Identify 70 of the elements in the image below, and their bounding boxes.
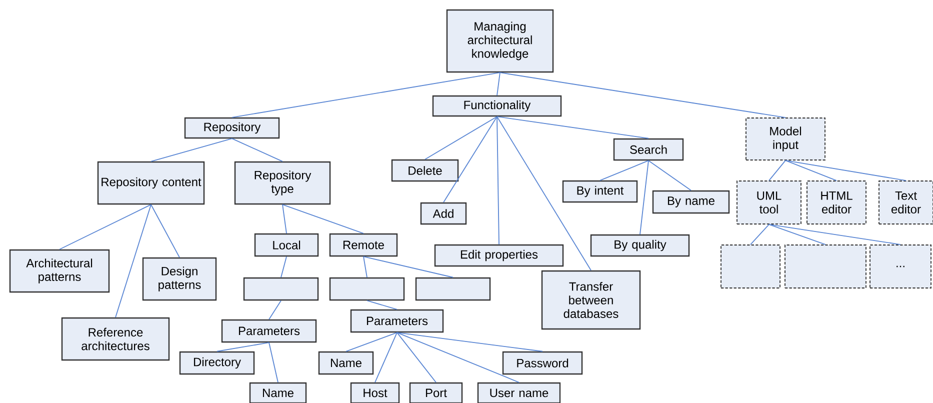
empty-box: [415, 277, 491, 301]
connector-line: [496, 116, 649, 139]
connector-line: [496, 116, 592, 271]
connector-line: [346, 332, 398, 352]
box-node: Port: [409, 382, 463, 403]
connector-line: [785, 160, 837, 181]
box-node: Parameters: [221, 319, 317, 343]
connector-line: [282, 204, 364, 234]
connector-line: [115, 204, 152, 318]
box-node: Reference architectures: [61, 317, 170, 361]
connector-line: [374, 332, 398, 383]
box-node: Delete: [391, 159, 459, 182]
box-node: Repository content: [97, 161, 205, 205]
connector-line: [600, 160, 649, 181]
box-node: Edit properties: [434, 244, 564, 267]
box-node: Managing architectural knowledge: [446, 9, 554, 73]
connector-line: [282, 204, 287, 234]
connector-line: [443, 116, 498, 203]
box-node: Password: [502, 351, 583, 375]
box-node: Name: [249, 382, 307, 403]
box-node: Parameters: [350, 309, 444, 333]
connector-line: [500, 72, 786, 118]
connector-line: [785, 160, 906, 181]
dashed-box: ...: [870, 244, 932, 288]
connector-line: [396, 332, 543, 352]
connector-line: [640, 160, 649, 235]
connector-line: [268, 342, 278, 383]
box-node: Repository type: [234, 161, 331, 205]
box-node: Add: [420, 202, 467, 225]
box-node: Repository: [184, 117, 280, 139]
empty-box: [784, 244, 866, 288]
connector-line: [59, 204, 152, 250]
connector-line: [363, 256, 368, 278]
box-node: Functionality: [432, 95, 562, 117]
box-node: Architectural patterns: [9, 249, 110, 293]
box-node: Directory: [179, 351, 255, 375]
box-node: Search: [613, 138, 684, 161]
box-node: By intent: [562, 180, 638, 203]
connector-line: [768, 224, 826, 245]
empty-box: [329, 277, 405, 301]
dashed-box: UML tool: [736, 180, 802, 224]
connector-line: [268, 300, 282, 320]
connector-line: [366, 300, 398, 310]
connector-line: [424, 116, 498, 160]
connector-line: [496, 72, 500, 96]
box-node: By quality: [590, 234, 690, 257]
connector-line: [648, 160, 692, 191]
connector-line: [396, 332, 436, 383]
connector-line: [150, 138, 232, 162]
connector-line: [232, 72, 500, 118]
empty-box: [243, 277, 319, 301]
box-node: Name: [318, 351, 374, 375]
connector-line: [496, 116, 500, 245]
connector-line: [280, 256, 287, 278]
connector-line: [768, 224, 901, 245]
connector-line: [768, 160, 786, 181]
connector-line: [150, 204, 180, 258]
box-node: Local: [254, 233, 319, 257]
dashed-box: Model input: [746, 118, 826, 160]
box-node: User name: [477, 382, 561, 403]
box-node: Remote: [329, 233, 398, 257]
empty-box: [720, 244, 780, 288]
connector-line: [232, 138, 283, 162]
dashed-box: Text editor: [878, 180, 933, 224]
box-node: By name: [652, 190, 730, 214]
box-node: Transfer between databases: [541, 270, 641, 330]
box-node: Host: [350, 382, 400, 403]
connector-line: [750, 224, 770, 245]
dashed-box: HTML editor: [806, 180, 866, 224]
box-node: Design patterns: [142, 257, 217, 301]
